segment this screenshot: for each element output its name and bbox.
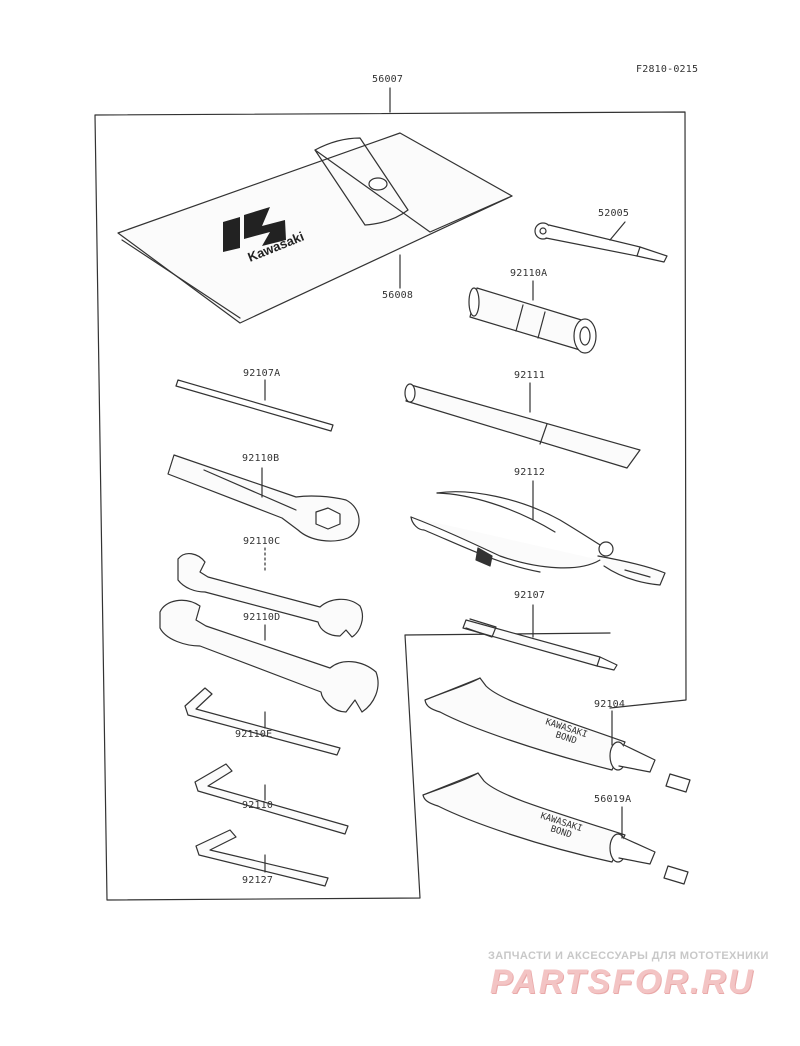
part-label-92110A: 92110A (510, 268, 548, 279)
bit-92107A (175, 379, 334, 432)
part-label-92110: 92110 (242, 800, 274, 811)
part-label-92111: 92111 (514, 370, 546, 381)
watermark-logo-text: PARTSFOR.RU (490, 963, 755, 1001)
watermark-tagline: ЗАПЧАСТИ И АКСЕССУАРЫ ДЛЯ МОТОТЕХНИКИ (488, 950, 769, 962)
part-label-52005: 52005 (598, 208, 630, 219)
bond-tube-92104: KAWASAKI BOND (424, 677, 691, 793)
tool-pouch: Kawasaki (117, 132, 513, 324)
socket-92110A (468, 280, 597, 354)
wrench-92110B (167, 454, 360, 542)
part-label-56008: 56008 (382, 290, 414, 301)
hex-key-92110 (194, 763, 349, 835)
pliers-92112 (410, 480, 666, 586)
wrench-92110D (159, 599, 379, 713)
hex-key-92110E (184, 687, 341, 756)
part-label-92110E: 92110E (235, 729, 273, 740)
extension-92111 (404, 382, 641, 469)
ref-code: F2810-0215 (636, 64, 699, 75)
wrench-92110C (177, 547, 364, 638)
bit-92107 (462, 604, 618, 671)
part-label-92104: 92104 (594, 699, 626, 710)
part-label-56007: 56007 (372, 74, 404, 85)
driver-52005 (534, 221, 668, 263)
part-label-92107A: 92107A (243, 368, 281, 379)
hex-key-92127 (195, 829, 329, 887)
part-label-92110C: 92110C (243, 536, 281, 547)
part-label-92107: 92107 (514, 590, 546, 601)
bond-tube-56019A: KAWASAKI BOND (422, 772, 689, 885)
diagram-frame (94, 111, 687, 901)
part-label-92127: 92127 (242, 875, 274, 886)
part-label-56019A: 56019A (594, 794, 632, 805)
part-label-92110B: 92110B (242, 453, 280, 464)
part-label-92110D: 92110D (243, 612, 281, 623)
part-label-92112: 92112 (514, 467, 546, 478)
